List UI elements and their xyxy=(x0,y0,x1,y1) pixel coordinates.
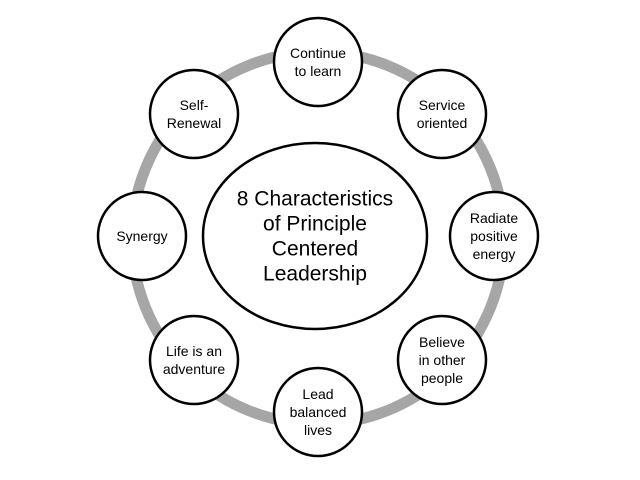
node-circle xyxy=(448,190,540,282)
node-continue-to-learn: Continue to learn xyxy=(272,16,364,108)
node-label-line: Life is an xyxy=(166,343,222,359)
node-label-line: Renewal xyxy=(167,115,221,131)
node-circle xyxy=(96,190,188,282)
node-label-line: Radiate xyxy=(470,210,518,226)
node-believe-in-other-people: Believe in other people xyxy=(396,314,488,406)
center-title-line: Leadership xyxy=(263,263,367,286)
node-label: Synergy xyxy=(116,228,167,244)
node-lead-balanced-lives: Lead balanced lives xyxy=(272,366,364,458)
center-ellipse xyxy=(201,141,429,331)
node-label-line: in other xyxy=(419,352,466,368)
node-label-line: energy xyxy=(473,246,516,262)
node-label-line: Service xyxy=(419,97,466,113)
center-title-line: Centered xyxy=(272,238,358,261)
node-label-line: positive xyxy=(470,228,518,244)
node-circle xyxy=(396,314,488,406)
node-radiate-positive-energy: Radiate positive energy xyxy=(448,190,540,282)
node-label: Continue to learn xyxy=(290,45,346,79)
node-self-renewal: Self- Renewal xyxy=(148,68,240,160)
node-label-line: Continue xyxy=(290,45,346,61)
node-label-line: Synergy xyxy=(116,228,167,244)
node-label: Life is an adventure xyxy=(163,343,225,377)
node-circle xyxy=(272,16,364,108)
node-label-line: lives xyxy=(304,422,332,438)
node-label: Self- Renewal xyxy=(167,97,221,131)
node-synergy: Synergy xyxy=(96,190,188,282)
node-circle xyxy=(148,314,240,406)
node-label: Believe in other people xyxy=(419,334,466,386)
node-label: Radiate positive energy xyxy=(470,210,518,262)
node-label: Service oriented xyxy=(417,97,468,131)
node-label-line: Lead xyxy=(302,386,333,402)
center-title-line: 8 Characteristics xyxy=(237,188,393,211)
node-circle xyxy=(396,68,488,160)
node-label-line: Self- xyxy=(180,97,209,113)
node-label: Lead balanced lives xyxy=(290,386,347,438)
node-life-is-an-adventure: Life is an adventure xyxy=(148,314,240,406)
node-label-line: balanced xyxy=(290,404,347,420)
node-service-oriented: Service oriented xyxy=(396,68,488,160)
node-label-line: people xyxy=(421,370,463,386)
node-circle xyxy=(272,366,364,458)
center-title-line: of Principle xyxy=(263,213,367,236)
node-label-line: oriented xyxy=(417,115,468,131)
node-label-line: adventure xyxy=(163,361,225,377)
node-label-line: to learn xyxy=(295,63,342,79)
node-label-line: Believe xyxy=(419,334,465,350)
node-circle xyxy=(148,68,240,160)
